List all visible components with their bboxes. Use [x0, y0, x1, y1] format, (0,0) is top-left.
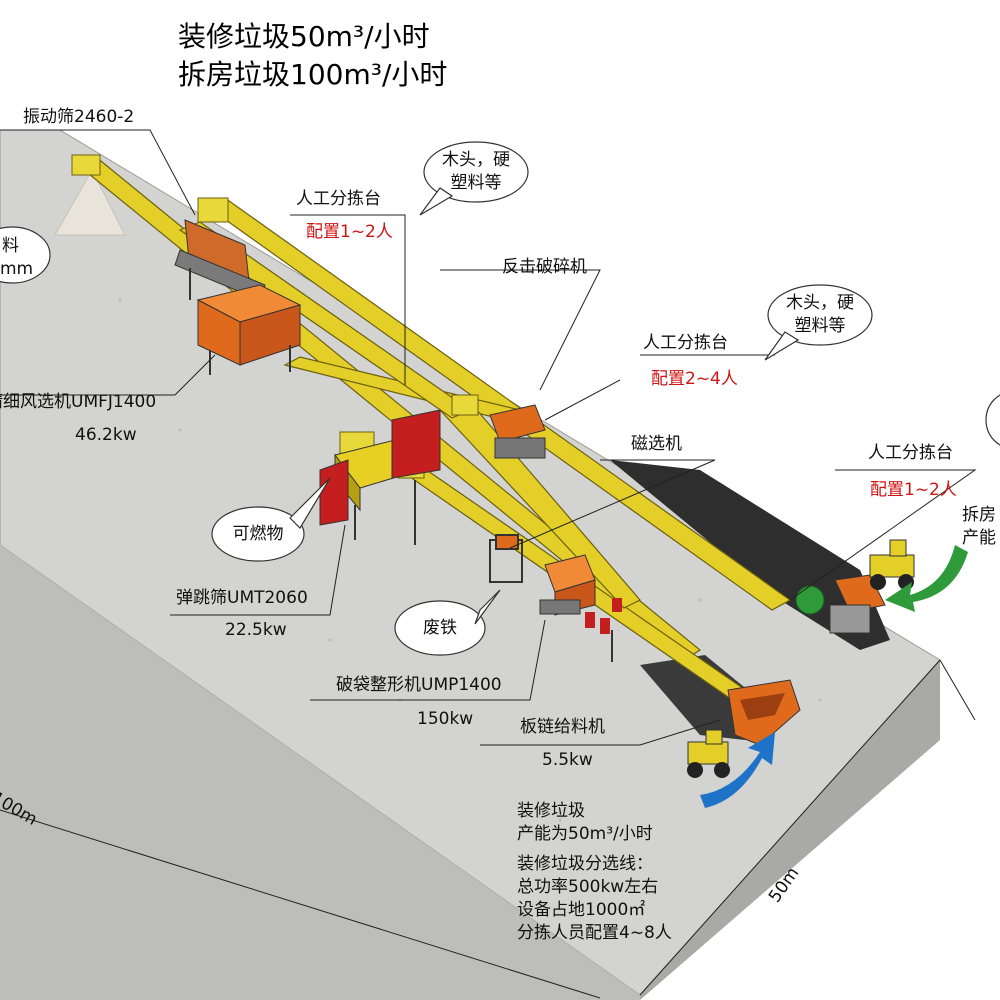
bubbles: [0, 141, 1000, 656]
summary-line-3: 装修垃圾分选线：: [517, 854, 653, 874]
label-apron-feeder-power: 5.5kw: [542, 750, 593, 770]
magnetic-separator-machine: [489, 534, 523, 583]
label-pile-partial-1: 料: [2, 236, 19, 256]
label-pile-partial-2: mm: [0, 259, 34, 279]
material-pile: [54, 168, 126, 236]
apron-feeder-machine: [727, 679, 801, 746]
ground-slab-side-front: [0, 545, 640, 1000]
label-bounce-screen: 弹跳筛UMT2060: [176, 588, 308, 608]
label-manual-sort-1-staff: 配置1~2人: [306, 222, 393, 242]
label-bag-breaker: 破袋整形机UMP1400: [336, 675, 502, 695]
bubble-wood-2: [767, 284, 873, 346]
label-demolition-partial-1: 拆房: [962, 505, 996, 525]
summary-line-4: 总功率500kw左右: [517, 877, 659, 897]
bubble-wood-1-line-1: 木头，硬: [442, 150, 510, 170]
green-flow-arrow: [885, 545, 968, 612]
summary-line-6: 分拣人员配置4~8人: [517, 923, 672, 943]
impact-crusher-machine: [489, 404, 546, 459]
label-manual-sort-3: 人工分拣台: [868, 443, 953, 463]
bag-breaker-machine: [539, 554, 622, 662]
label-manual-sort-3-staff: 配置1~2人: [870, 480, 957, 500]
label-bag-breaker-power: 150kw: [417, 709, 474, 729]
air-separator-machine: [196, 284, 302, 375]
label-air-separator: 精细风选机UMFJ1400: [0, 392, 157, 412]
slab-texture: [118, 298, 822, 882]
leader-lines: [0, 129, 977, 999]
label-demolition-partial-2: 产能: [962, 528, 996, 548]
blue-flow-arrow: [700, 732, 775, 808]
label-bounce-screen-power: 22.5kw: [225, 620, 287, 640]
label-manual-sort-1: 人工分拣台: [296, 189, 381, 209]
summary-line-1: 装修垃圾: [517, 801, 585, 821]
feeder-pit: [640, 655, 760, 740]
bubble-material-partial: [0, 226, 51, 284]
bounce-screen-machine: [319, 409, 441, 545]
label-vibrating-screen: 振动筛2460-2: [23, 107, 135, 127]
label-manual-sort-2: 人工分拣台: [643, 333, 728, 353]
ground-slab-side-right: [640, 660, 940, 1000]
bubble-wood-1-line-2: 塑料等: [450, 173, 502, 193]
bubble-scrap-iron-text: 废铁: [423, 618, 457, 638]
summary-line-2: 产能为50m³/小时: [517, 824, 653, 844]
bubble-wood-2-line-2: 塑料等: [794, 316, 846, 336]
label-air-separator-power: 46.2kw: [75, 425, 137, 445]
bubble-wood-2-line-1: 木头，硬: [786, 293, 854, 313]
bubble-wood-1: [423, 141, 529, 203]
bubble-combustibles: [211, 506, 305, 562]
title-line-1: 装修垃圾50m³/小时: [178, 20, 430, 53]
loader-front: [687, 729, 730, 778]
label-apron-feeder: 板链给料机: [520, 717, 605, 737]
bubble-combustibles-text: 可燃物: [232, 524, 284, 544]
bubble-right-partial: [985, 394, 1000, 446]
loader-right: [869, 539, 915, 590]
right-crusher-station: [795, 574, 886, 634]
summary-line-5: 设备占地1000㎡: [517, 900, 646, 920]
label-impact-crusher: 反击破碎机: [502, 257, 587, 277]
label-magnetic-separator: 磁选机: [631, 434, 682, 454]
title-line-2: 拆房垃圾100m³/小时: [178, 58, 448, 91]
label-manual-sort-2-staff: 配置2~4人: [651, 369, 738, 389]
bubble-scrap-iron: [394, 600, 486, 656]
